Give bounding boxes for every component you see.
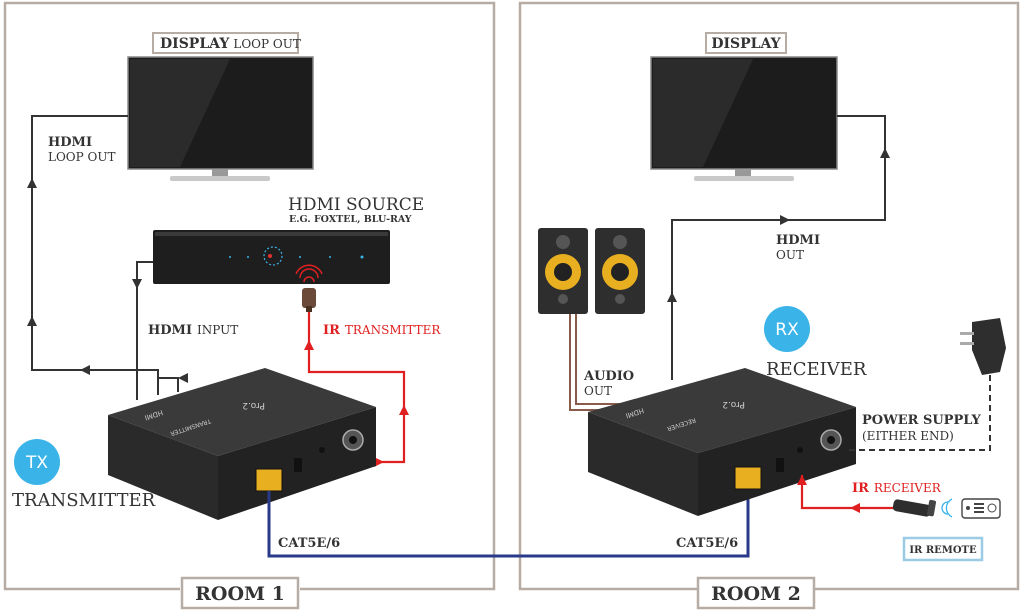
tx-badge-text: TX bbox=[25, 453, 48, 473]
audio-out-bold: AUDIO bbox=[583, 369, 634, 384]
speaker-left-icon bbox=[538, 228, 588, 314]
hdmi-loop-out-bold: HDMI bbox=[48, 135, 92, 150]
receiver-device-icon: Pro.2 RECEIVER HDMI bbox=[588, 368, 856, 516]
ir-remote-box bbox=[902, 536, 984, 562]
ir-receiver-light: RECEIVER bbox=[874, 481, 942, 495]
hdmi-out-line bbox=[671, 115, 886, 380]
ir-transmitter-light: TRANSMITTER bbox=[345, 323, 441, 337]
display-bold: DISPLAY bbox=[711, 36, 781, 52]
tx-brand-text: Pro.2 bbox=[242, 400, 265, 410]
hdmi-source-title: HDMI SOURCE bbox=[288, 195, 424, 215]
audio-out-light: OUT bbox=[584, 384, 612, 398]
display-box bbox=[705, 32, 787, 54]
hdmi-source-box-icon bbox=[153, 230, 390, 284]
power-supply-light: (EITHER END) bbox=[862, 429, 954, 443]
hdmi-loop-out-line bbox=[31, 115, 128, 371]
ir-transmitter-line bbox=[307, 312, 406, 464]
room1-label-box bbox=[180, 576, 300, 610]
svg-text:AUDIO: AUDIO bbox=[583, 369, 634, 384]
hdmi-loop-out-arrow bbox=[27, 178, 37, 188]
rx-badge-text: RX bbox=[775, 320, 799, 340]
hdmi-input-light: INPUT bbox=[197, 323, 238, 337]
svg-text:HDMI: HDMI bbox=[776, 233, 820, 248]
ir-emitter-icon bbox=[295, 264, 323, 312]
display-loop-out-bold: DISPLAY bbox=[160, 36, 230, 52]
tx-badge bbox=[14, 439, 60, 485]
display-tv-icon bbox=[650, 56, 838, 181]
ir-remote-icon bbox=[941, 498, 1001, 519]
power-supply-bold: POWER SUPPLY bbox=[862, 413, 982, 428]
speaker-right-icon bbox=[595, 228, 645, 314]
ir-remote-label: IR REMOTE bbox=[909, 545, 977, 556]
hdmi-input-arrow bbox=[132, 279, 142, 289]
room1-label: ROOM 1 bbox=[195, 583, 285, 605]
room2-label: ROOM 2 bbox=[711, 583, 801, 605]
power-supply-icon bbox=[960, 318, 1006, 375]
hdmi-input-line bbox=[136, 261, 153, 400]
ir-receiver-bold: IR bbox=[852, 481, 869, 496]
receiver-label: RECEIVER bbox=[766, 359, 867, 380]
cat-cable-line bbox=[267, 491, 750, 558]
room2-label-box bbox=[696, 576, 816, 610]
cat-cable-label-room2: CAT5E/6 bbox=[676, 536, 738, 551]
cat-cable-label-room1: CAT5E/6 bbox=[278, 536, 340, 551]
hdmi-out-light: OUT bbox=[776, 248, 804, 262]
svg-text:HDMI: HDMI bbox=[48, 135, 92, 150]
rx-brand-text: Pro.2 bbox=[722, 399, 745, 409]
display-loop-out-light: LOOP OUT bbox=[233, 37, 301, 51]
hdmi-loop-out-light: LOOP OUT bbox=[48, 150, 116, 164]
display-loop-out-box bbox=[152, 32, 299, 54]
transmitter-label: TRANSMITTER bbox=[12, 490, 156, 511]
rx-badge bbox=[764, 306, 810, 352]
room2-border bbox=[518, 1, 1020, 591]
ir-receiver-sensor-icon bbox=[892, 499, 937, 517]
ir-transmitter-bold: IR bbox=[323, 323, 340, 338]
hdmi-out-bold: HDMI bbox=[776, 233, 820, 248]
hdmi-input-bold: HDMI bbox=[148, 323, 192, 338]
power-supply-line bbox=[845, 375, 991, 451]
room1-border bbox=[3, 1, 496, 591]
display-loop-out-tv-icon bbox=[127, 56, 314, 181]
transmitter-device-icon: Pro.2 TRANSMITTER HDMI bbox=[108, 368, 376, 520]
ir-receiver-line bbox=[800, 475, 895, 510]
hdmi-source-subtitle: E.G. FOXTEL, BLU-RAY bbox=[289, 214, 412, 225]
